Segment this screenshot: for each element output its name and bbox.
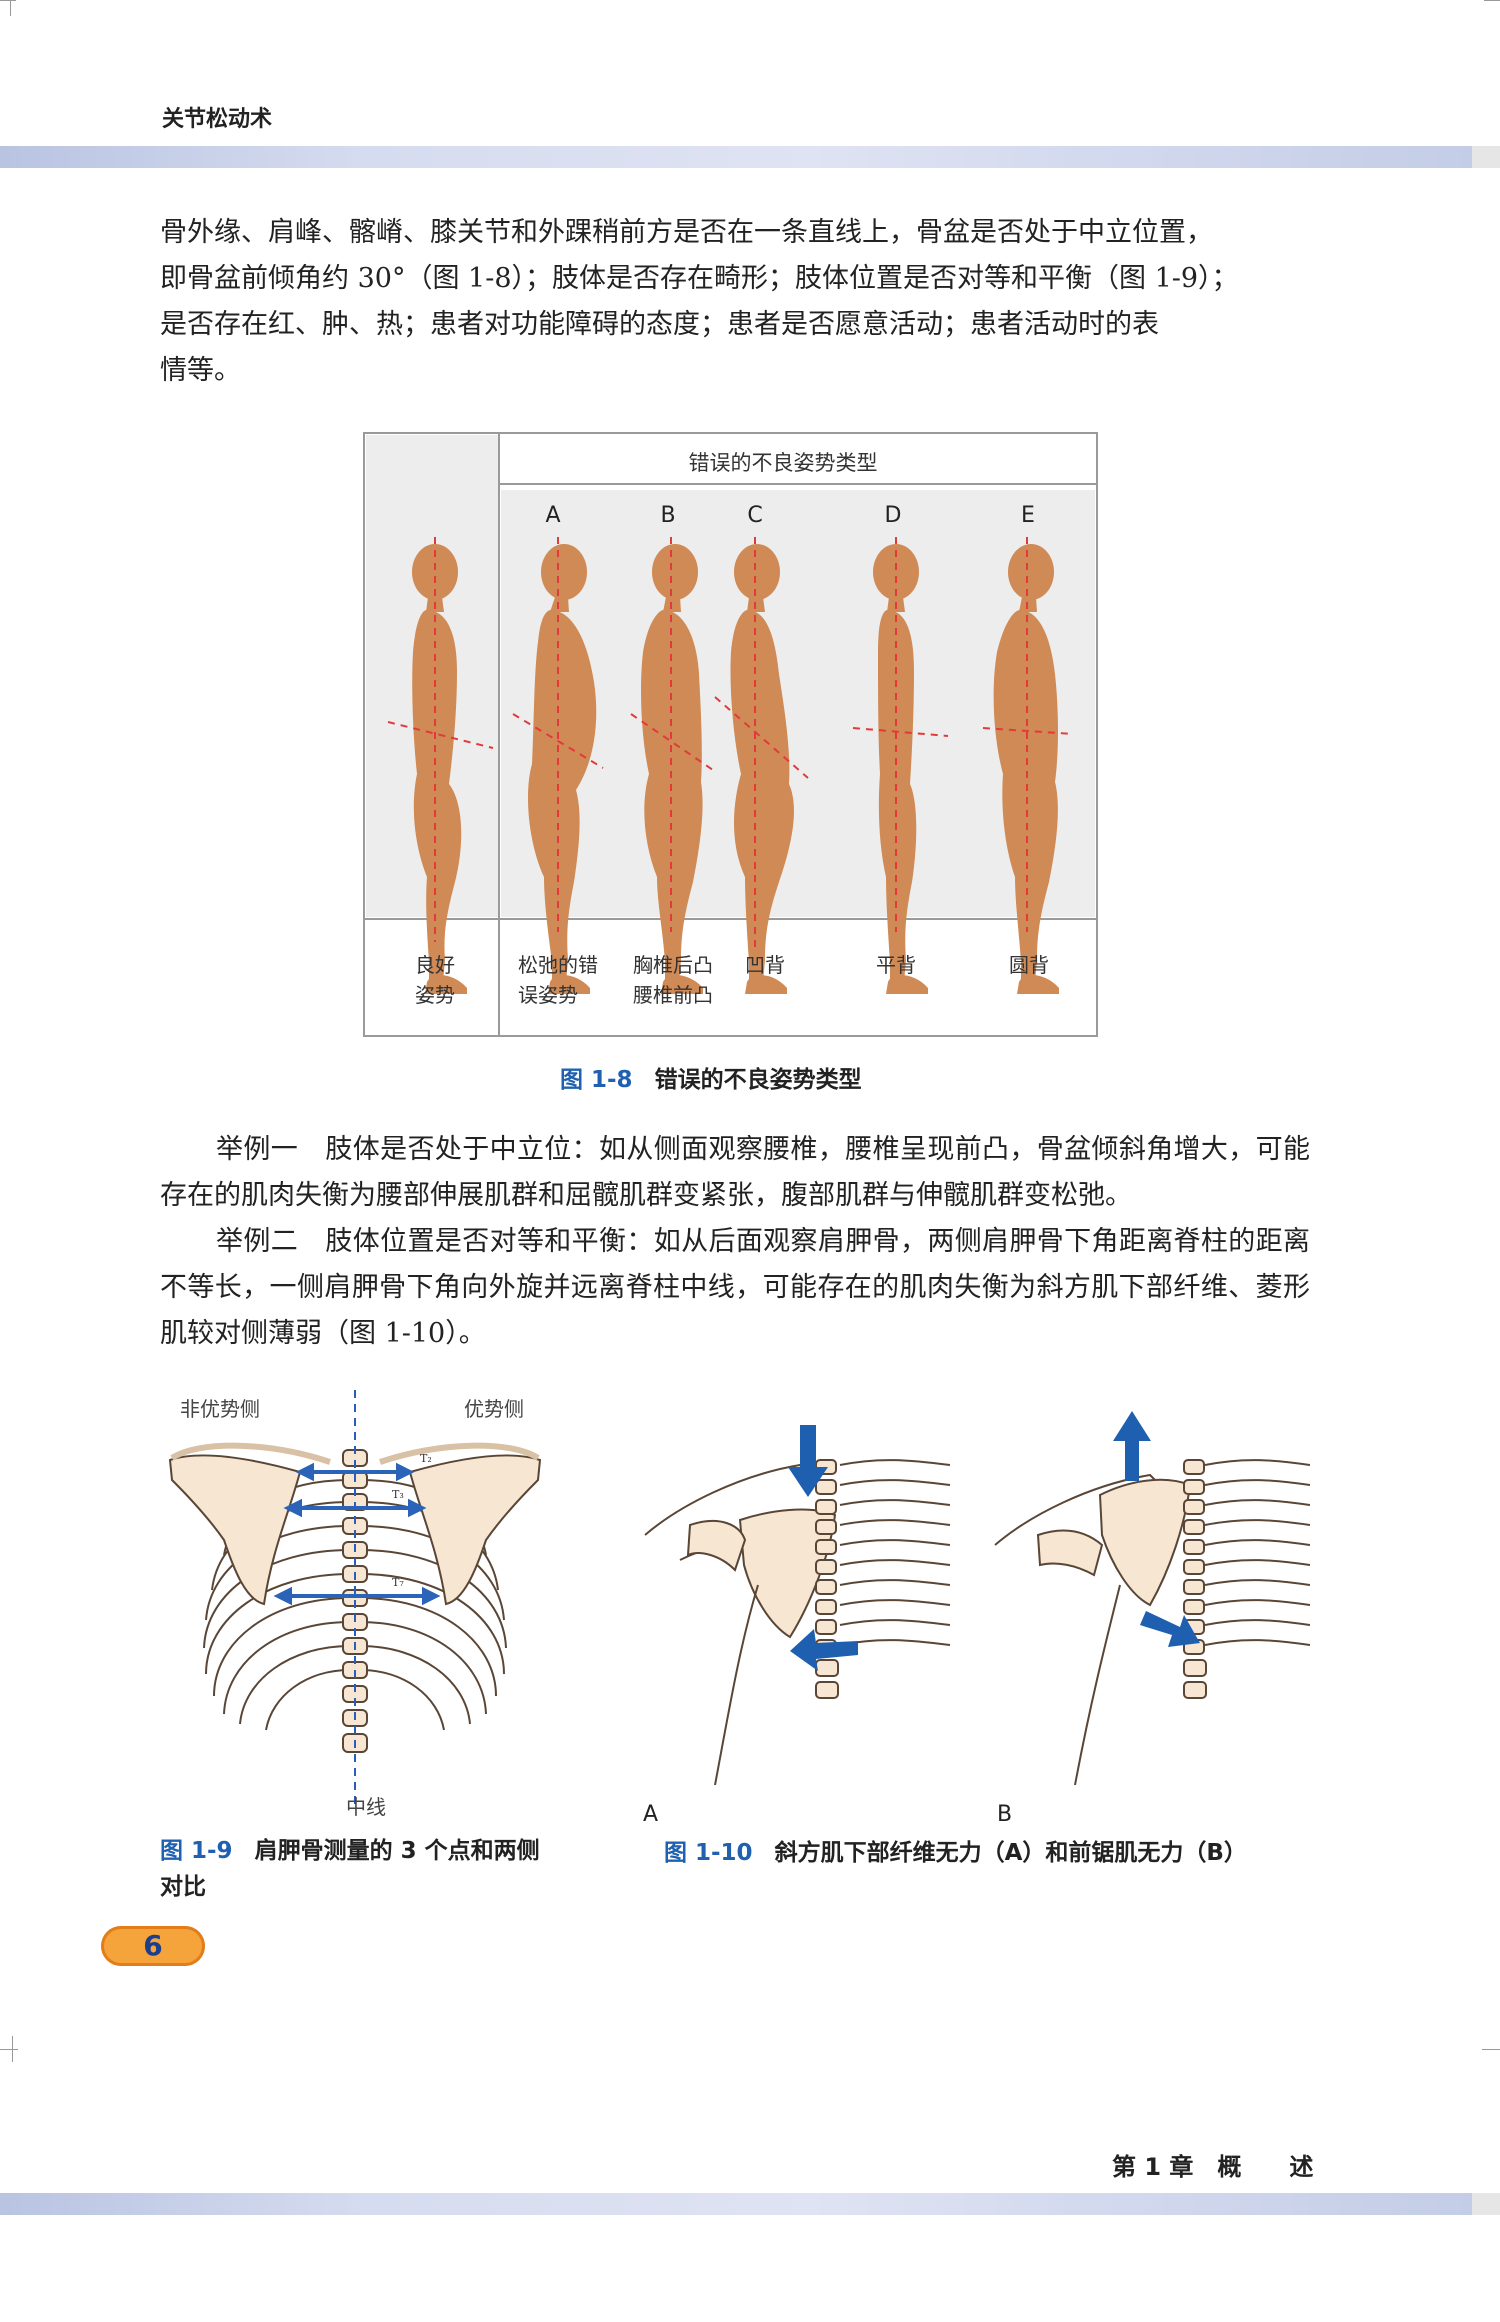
panel-b — [994, 1459, 1310, 1786]
crop-mark — [0, 0, 16, 1]
panel-a-label: A — [643, 1802, 658, 1825]
humerus-b — [1036, 1529, 1104, 1577]
t3-label: T₃ — [392, 1488, 404, 1501]
example-2: 举例二 肢体位置是否对等和平衡：如从后面观察肩胛骨，两侧肩胛骨下角距离脊柱的距离… — [160, 1226, 1310, 1349]
label-kyphosis-2: 腰椎前凸 — [633, 983, 713, 1007]
t2-label: T₂ — [420, 1452, 432, 1465]
crop-mark — [10, 0, 11, 16]
running-head: 关节松动术 — [162, 107, 273, 132]
text-line: 是否存在红、肿、热；患者对功能障碍的态度；患者是否愿意活动；患者活动时的表 — [160, 309, 1159, 340]
arrow-icon — [1113, 1411, 1200, 1647]
label-sway-2: 误姿势 — [518, 983, 578, 1007]
t7-label: T₇ — [392, 1576, 404, 1589]
dominant-side-label: 优势侧 — [464, 1397, 524, 1421]
figure-number: 图 1-9 — [160, 1838, 233, 1864]
figure-1-9: T₂ T₃ T₇ 非优势侧 优势侧 中线 — [168, 1390, 542, 1819]
panel-b-label: B — [997, 1802, 1012, 1825]
rib-cage — [203, 1479, 507, 1731]
figure-1-8-caption: 图 1-8 错误的不良姿势类型 — [560, 1060, 862, 1094]
header-band-end — [1472, 146, 1500, 168]
figure-1-10-caption: 图 1-10 斜方肌下部纤维无力（A）和前锯肌无力（B） — [664, 1833, 1247, 1867]
footer-band-end — [1472, 2193, 1500, 2215]
arrow-icon — [788, 1425, 858, 1671]
posture-letter-e: E — [1021, 503, 1035, 528]
text-line: 骨外缘、肩峰、髂嵴、膝关节和外踝稍前方是否在一条直线上，骨盆是否处于中立位置， — [160, 217, 1213, 248]
figure-1-8-header: 错误的不良姿势类型 — [689, 451, 878, 475]
posture-letter-b: B — [660, 503, 675, 528]
scapula-b — [1098, 1478, 1192, 1607]
figure-1-10: A B — [643, 1411, 1310, 1825]
panel-a — [644, 1459, 951, 1786]
example-1: 举例一 肢体是否处于中立位：如从侧面观察腰椎，腰椎呈现前凸，骨盆倾斜角增大，可能… — [160, 1134, 1310, 1211]
posture-letter-c: C — [747, 503, 762, 528]
non-dominant-side-label: 非优势侧 — [180, 1397, 260, 1421]
right-scapula — [408, 1454, 542, 1606]
caption-text: 斜方肌下部纤维无力（A）和前锯肌无力（B） — [774, 1840, 1247, 1866]
caption-text: 肩胛骨测量的 3 个点和两侧 — [254, 1838, 540, 1864]
label-good-posture-2: 姿势 — [415, 983, 455, 1007]
caption-text: 错误的不良姿势类型 — [654, 1067, 862, 1093]
page-number: 6 — [101, 1926, 205, 1966]
label-flat-back: 平背 — [876, 953, 916, 977]
caption-text-cont: 对比 — [160, 1874, 206, 1900]
header-band — [0, 146, 1472, 168]
label-sway-1: 松弛的错 — [518, 953, 598, 977]
label-good-posture-1: 良好 — [415, 953, 455, 977]
footer-band — [0, 2193, 1472, 2215]
figure-1-9-caption: 图 1-9 肩胛骨测量的 3 个点和两侧 对比 — [160, 1833, 580, 1905]
midline-label: 中线 — [346, 1795, 386, 1819]
left-clavicle — [170, 1442, 331, 1465]
crop-mark — [12, 2036, 13, 2062]
label-kyphosis-1: 胸椎后凸 — [633, 953, 713, 977]
crop-mark — [0, 2049, 18, 2050]
text-line: 即骨盆前倾角约 30°（图 1-8）；肢体是否存在畸形；肢体位置是否对等和平衡（… — [160, 263, 1239, 294]
paragraph-1: 骨外缘、肩峰、髂嵴、膝关节和外踝稍前方是否在一条直线上，骨盆是否处于中立位置， … — [160, 210, 1310, 394]
label-hollow-back: 凹背 — [745, 953, 785, 977]
posture-letter-a: A — [545, 503, 560, 528]
crop-mark — [1482, 2049, 1500, 2050]
chapter-footer: 第 1 章 概 述 — [1112, 2153, 1314, 2181]
crop-mark — [1484, 0, 1500, 1]
left-scapula — [168, 1454, 302, 1606]
label-round-back: 圆背 — [1009, 953, 1049, 977]
figure-1-8: 错误的不良姿势类型 A B C D E 良好 姿势 松弛的错 误姿势 胸椎后凸 … — [363, 432, 1098, 1037]
figure-number: 图 1-8 — [560, 1067, 633, 1093]
humerus-a — [686, 1520, 747, 1572]
right-clavicle — [379, 1442, 540, 1465]
figure-number: 图 1-10 — [664, 1840, 753, 1866]
posture-letter-d: D — [885, 503, 902, 528]
text-line: 情等。 — [160, 355, 241, 386]
